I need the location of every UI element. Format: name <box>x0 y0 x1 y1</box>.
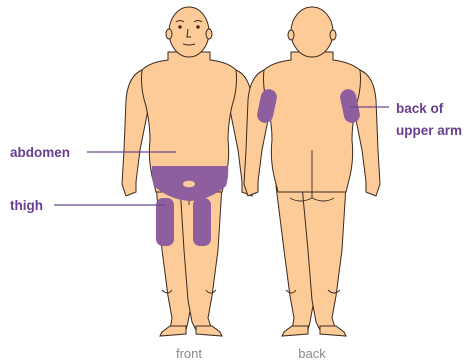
back-right-foot <box>320 326 346 336</box>
front-view-label: front <box>176 346 202 361</box>
back-head <box>291 7 333 57</box>
front-right-foot <box>196 326 222 336</box>
back-view-label: back <box>298 346 326 361</box>
upper-arm-label-line1: back of <box>396 101 444 116</box>
front-head <box>169 7 209 57</box>
upper-arm-label-line2: upper arm <box>396 123 462 138</box>
front-left-ear <box>166 29 172 39</box>
front-right-ear <box>206 29 212 39</box>
right-thigh-site <box>193 198 211 246</box>
back-right-ear <box>330 30 336 40</box>
abdomen-label: abdomen <box>10 145 70 160</box>
back-left-ear <box>288 30 294 40</box>
navel <box>183 181 195 188</box>
thigh-label: thigh <box>10 198 43 213</box>
back-left-foot <box>282 326 308 336</box>
front-left-foot <box>160 326 186 336</box>
